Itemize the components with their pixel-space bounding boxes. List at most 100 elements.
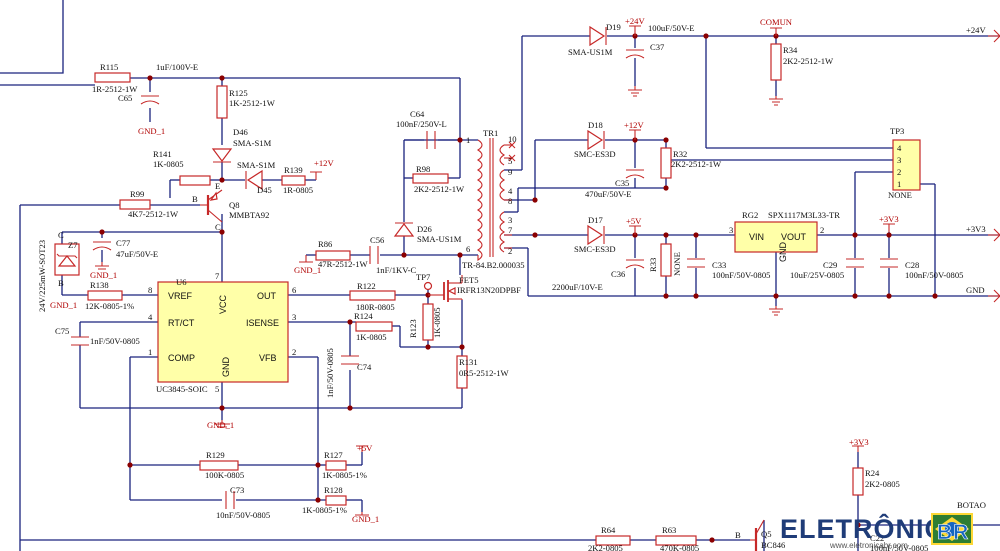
r98-label: R98 <box>416 164 430 174</box>
net-comun <box>770 27 782 36</box>
resistor-r32 <box>660 147 672 179</box>
resistor-r33 <box>660 243 672 277</box>
capacitor-c64 <box>426 131 436 149</box>
tr1-pin1: 1 <box>466 135 470 145</box>
junctions <box>99 33 938 543</box>
r115-value: 1R-2512-1W <box>92 84 138 94</box>
resistor-r64 <box>595 535 631 546</box>
net-gnd-label: GND <box>966 285 985 295</box>
rg2-value: SPX1117M3L33-TR <box>768 210 840 220</box>
r98-value: 2K2-2512-1W <box>414 184 465 194</box>
supply-5v-a <box>356 445 368 452</box>
c29-value: 10uF/25V-0805 <box>790 270 844 280</box>
capacitor-c37 <box>625 49 645 59</box>
tr1-pin2: 2 <box>508 246 512 256</box>
capacitor-c35 <box>625 169 645 179</box>
capacitor-c36 <box>625 259 645 269</box>
r129-label: R129 <box>206 450 225 460</box>
ground-r34 <box>769 96 783 106</box>
u6-vfb: VFB <box>259 353 277 363</box>
net-24v-label: +24V <box>966 25 986 35</box>
tp3-pin2: 2 <box>897 167 901 177</box>
tr1-pin9: 9 <box>508 167 512 177</box>
supply-3v3-a-label: +3V3 <box>879 214 899 224</box>
d19-label: D19 <box>606 22 621 32</box>
r64-value: 2K2-0805 <box>588 543 623 551</box>
c73-value: 10nF/50V-0805 <box>216 510 270 520</box>
ground-c77 <box>95 262 109 270</box>
r128-value: 1K-0805-1% <box>302 505 347 515</box>
c65-value: 1uF/100V-E <box>156 62 198 72</box>
flag-gnd <box>988 289 1000 303</box>
c75-label: C75 <box>55 326 69 336</box>
u6-pin6: 6 <box>292 285 297 295</box>
resistor-r99 <box>119 199 151 210</box>
transistor-q8 <box>200 189 223 223</box>
flag-24v <box>988 29 1000 43</box>
resistor-r131 <box>456 355 468 389</box>
r131-value: 0R5-2512-1W <box>459 368 510 378</box>
resistor-r86 <box>315 250 351 261</box>
r127-label: R127 <box>324 450 343 460</box>
gnd1-c: GND_1 <box>50 300 77 310</box>
diode-d46 <box>211 148 233 163</box>
transistor-q5 <box>750 519 765 551</box>
u6-pin1: 1 <box>148 347 152 357</box>
capacitor-c73 <box>225 491 235 509</box>
tp3-pin4: 4 <box>897 143 902 153</box>
resistor-r138 <box>87 290 123 301</box>
supply-12v-a <box>310 171 322 180</box>
u6-vref: VREF <box>168 291 193 301</box>
supply-24v <box>629 25 641 36</box>
r127-value: 1K-0805-1% <box>322 470 367 480</box>
c28-label: C28 <box>905 260 919 270</box>
u6-out: OUT <box>257 291 277 301</box>
r138-value: 12K-0805-1% <box>85 301 134 311</box>
tp7-label: TP7 <box>416 272 431 282</box>
r131-label: R131 <box>459 357 478 367</box>
d46-value: SMA-S1M <box>233 138 272 148</box>
resistor-r129 <box>199 460 239 471</box>
watermark-logo: ELETRÔNICA BR www.eletronicabr.com <box>780 513 973 550</box>
supply-3v3-b <box>852 445 864 452</box>
supply-5v-a-label: +5V <box>357 443 373 453</box>
z7-pin-c: C <box>58 230 64 240</box>
c33-value: 100nF/50V-0805 <box>712 270 770 280</box>
tr1-pin5: 5 <box>508 156 512 166</box>
diode-d17 <box>587 224 605 246</box>
tr1-pin3: 3 <box>508 215 512 225</box>
d17-value: SMC-ES3D <box>574 244 616 254</box>
d45-value: SMA-S1M <box>237 160 276 170</box>
r141-label: R141 <box>153 149 172 159</box>
u6-vcc: VCC <box>218 294 228 314</box>
q8-label: Q8 <box>229 200 240 210</box>
r139-label: R139 <box>284 165 303 175</box>
c74-label: C74 <box>357 362 372 372</box>
mosfet-fet5 <box>428 275 463 302</box>
u6-pin8: 8 <box>148 285 152 295</box>
tr1-pin8: 8 <box>508 196 512 206</box>
diode-d45 <box>245 169 263 191</box>
net-botao-label: BOTAO <box>957 500 986 510</box>
d45-label: D45 <box>257 185 272 195</box>
flag-3v3 <box>988 228 1000 242</box>
u6-value: UC3845-SOIC <box>156 384 208 394</box>
supply-3v3-b-label: +3V3 <box>849 437 869 447</box>
labels: R115 1R-2512-1W C65 1uF/100V-E GND_1 R12… <box>37 16 986 551</box>
c33-label: C33 <box>712 260 726 270</box>
rg2-vout: VOUT <box>781 232 807 242</box>
ground-rg2 <box>769 306 783 316</box>
r123-value: 1K-0805 <box>432 307 442 338</box>
r86-value: 47R-2512-1W <box>318 259 369 269</box>
d17-label: D17 <box>588 215 604 225</box>
logo-badge-text: BR <box>937 521 969 544</box>
resistor-r124 <box>355 321 393 332</box>
logo-url: www.eletronicabr.com <box>829 541 908 550</box>
c64-label: C64 <box>410 109 425 119</box>
q8-value: MMBTA92 <box>229 210 269 220</box>
capacitor-c77 <box>92 241 112 251</box>
c75-value: 1nF/50V-0805 <box>90 336 140 346</box>
u6-pin3: 3 <box>292 312 296 322</box>
